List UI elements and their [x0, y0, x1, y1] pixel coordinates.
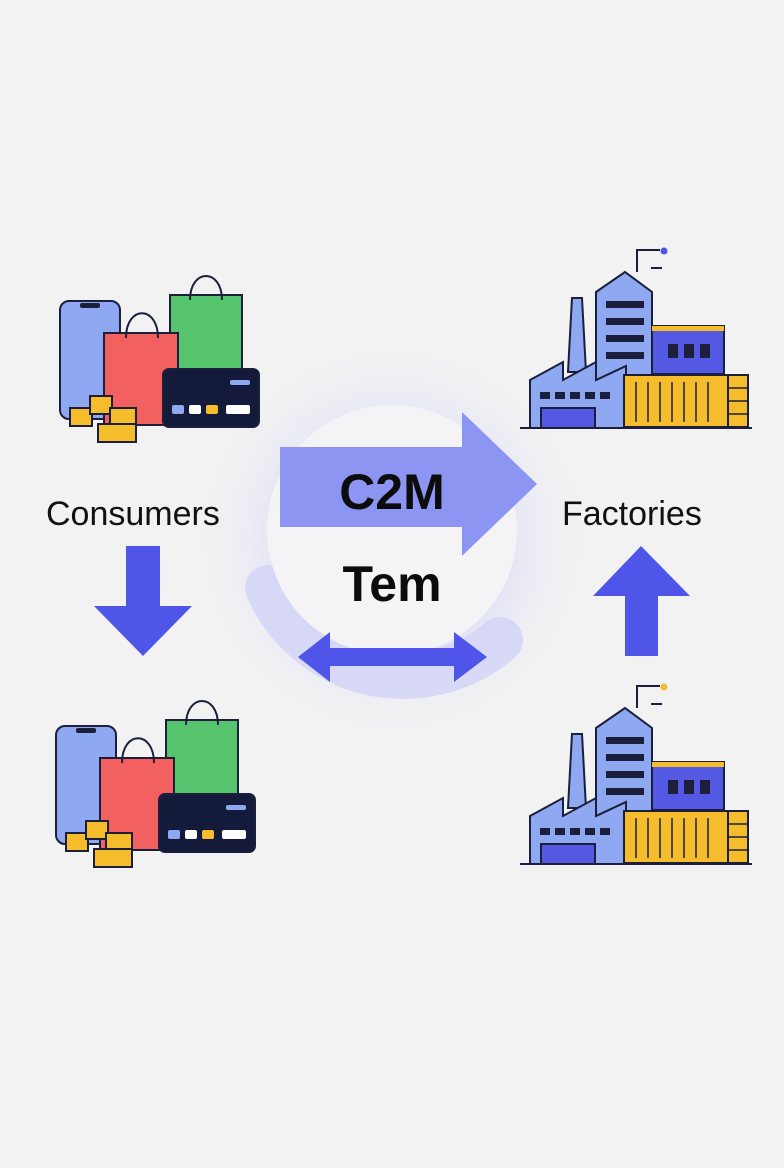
right-arrow-icon: [280, 412, 537, 556]
c2m-title: C2M: [339, 464, 445, 520]
shopping-bundle-icon: [55, 700, 256, 868]
down-arrow-icon: [94, 546, 192, 656]
consumers-label: Consumers: [46, 495, 220, 533]
factories-label: Factories: [562, 495, 702, 533]
up-arrow-icon: [593, 546, 690, 656]
tem-title: Tem: [342, 556, 442, 612]
factory-icon: [520, 247, 752, 429]
shopping-bundle-icon: [59, 275, 260, 443]
double-arrow-icon: [298, 632, 487, 682]
factory-icon: [520, 683, 752, 865]
